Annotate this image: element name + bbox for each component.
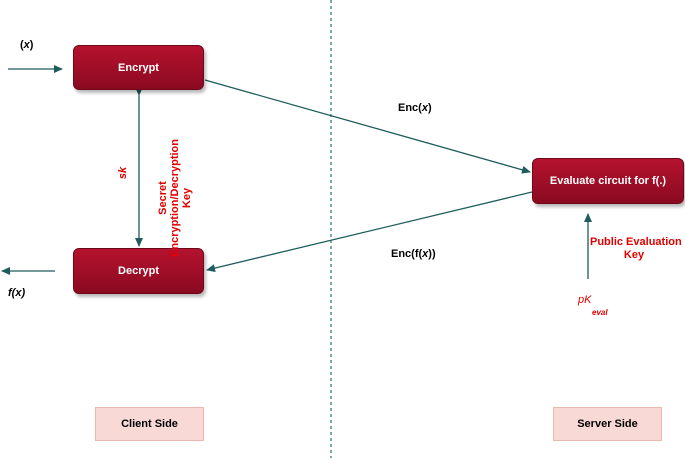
enc-x-label: Enc(x) [398, 102, 432, 114]
output-label: f(x) [8, 287, 25, 299]
secret-key-label: Secret Encryption/Decryption Key [157, 128, 195, 268]
decrypt-box: Decrypt [73, 248, 204, 294]
input-label-prefix: ( [20, 39, 24, 51]
input-label: (x) [20, 39, 33, 51]
eval-to-dec-arrow [206, 191, 533, 273]
client-side-box: Client Side [95, 407, 204, 441]
pk-eval-label: pK [578, 294, 591, 306]
input-label-suffix: ) [29, 39, 34, 51]
secret-key-line2: Encryption/Decryption [169, 139, 181, 257]
enc-x-post: ) [427, 102, 432, 114]
enc-x-var: x [421, 102, 428, 114]
public-key-line1: Public Evaluation [590, 236, 682, 248]
server-side-box: Server Side [553, 407, 662, 441]
input-label-var: x [23, 39, 30, 51]
output-label-close: ) [21, 287, 26, 299]
evaluate-circuit-box: Evaluate circuit for f(.) [532, 158, 684, 204]
enc-to-eval-arrow [204, 79, 531, 174]
enc-fx-pre: Enc(f( [391, 248, 423, 260]
sk-label: sk [117, 166, 129, 180]
enc-x-pre: Enc( [398, 102, 422, 114]
pk-eval-subscript: eval [592, 308, 608, 317]
output-label-var: x [15, 287, 22, 299]
output-label-f: f( [8, 287, 16, 299]
encrypt-box: Encrypt [73, 45, 204, 90]
enc-fx-label: Enc(f(x)) [391, 248, 436, 260]
enc-fx-var: x [422, 248, 429, 260]
secret-key-line1: Secret [157, 181, 169, 215]
public-key-label: Public Evaluation Key [590, 236, 682, 262]
pk-main: pK [578, 294, 592, 306]
secret-key-line3: Key [181, 187, 193, 209]
enc-fx-post: )) [428, 248, 436, 260]
pk-sub: eval [592, 308, 608, 317]
public-key-line2: Key [623, 249, 645, 261]
